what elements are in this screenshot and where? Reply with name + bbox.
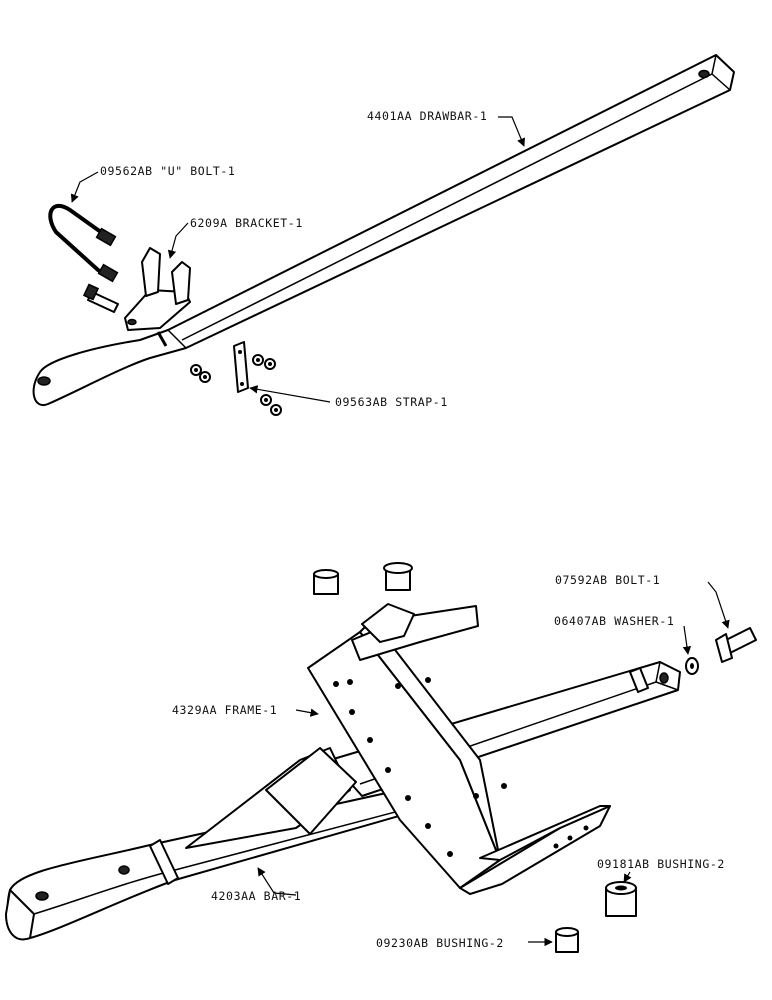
bushing-lower-right bbox=[605, 881, 637, 917]
bushings-top bbox=[313, 562, 413, 595]
drawbar-end-hole bbox=[698, 69, 710, 79]
label-bracket: 6209A BRACKET-1 bbox=[190, 216, 303, 230]
frame-holes bbox=[333, 677, 589, 857]
small-bolt bbox=[82, 283, 119, 313]
u-bolt bbox=[48, 203, 119, 283]
label-bushing-2: 09230AB BUSHING-2 bbox=[376, 936, 504, 950]
bushing-lower bbox=[555, 927, 579, 953]
bolt bbox=[715, 627, 757, 663]
frame bbox=[307, 603, 611, 895]
label-strap: 09563AB STRAP-1 bbox=[335, 395, 448, 409]
label-bushing-1: 09181AB BUSHING-2 bbox=[597, 857, 725, 871]
label-bar: 4203AA BAR-1 bbox=[211, 889, 301, 903]
label-frame: 4329AA FRAME-1 bbox=[172, 703, 277, 717]
drawbar bbox=[32, 54, 735, 407]
nuts bbox=[190, 354, 282, 416]
bracket bbox=[124, 247, 191, 331]
label-washer: 06407AB WASHER-1 bbox=[554, 614, 674, 628]
wedge-plate bbox=[185, 747, 357, 849]
label-bolt: 07592AB BOLT-1 bbox=[555, 573, 660, 587]
drawbar-hole bbox=[37, 376, 51, 386]
strap bbox=[233, 341, 249, 393]
pin bbox=[156, 331, 168, 347]
label-drawbar: 4401AA DRAWBAR-1 bbox=[367, 109, 487, 123]
washer bbox=[685, 657, 699, 675]
label-u-bolt: 09562AB "U" BOLT-1 bbox=[100, 164, 235, 178]
